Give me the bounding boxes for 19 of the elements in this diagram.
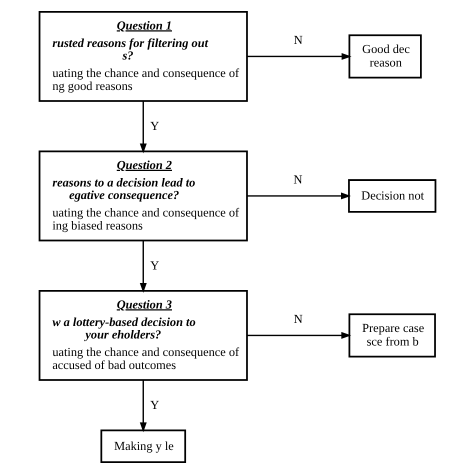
node-box: Question 1 rusted reasons for filtering out s? uating the chance and consequence of ng good reasons — [38, 11, 248, 102]
arrow — [246, 332, 351, 339]
edge-label: N — [293, 32, 302, 47]
node-box: Question 3 w a lottery-based decision to your eholders? uating the chance and consequence of accused of bad outcomes — [38, 290, 248, 381]
arrow — [139, 240, 146, 293]
arrow — [139, 101, 146, 154]
node-box: Making y le — [100, 429, 186, 463]
arrow — [246, 53, 352, 60]
node-box: Question 2 reasons to a decision lead to egative consequence? uating the chance and consequence of ing biased reasons — [38, 150, 248, 242]
edge-label: Y — [150, 118, 159, 133]
edge-label: N — [293, 312, 302, 326]
edge-label: Y — [150, 398, 159, 412]
arrow — [139, 380, 146, 432]
arrow — [246, 192, 350, 200]
edge-label: N — [293, 172, 302, 186]
node-box: Decision not — [348, 179, 436, 213]
node-box: Good dec reason — [348, 34, 422, 79]
edge-label: Y — [150, 258, 159, 272]
node-box: Prepare case sce from b — [348, 313, 436, 358]
